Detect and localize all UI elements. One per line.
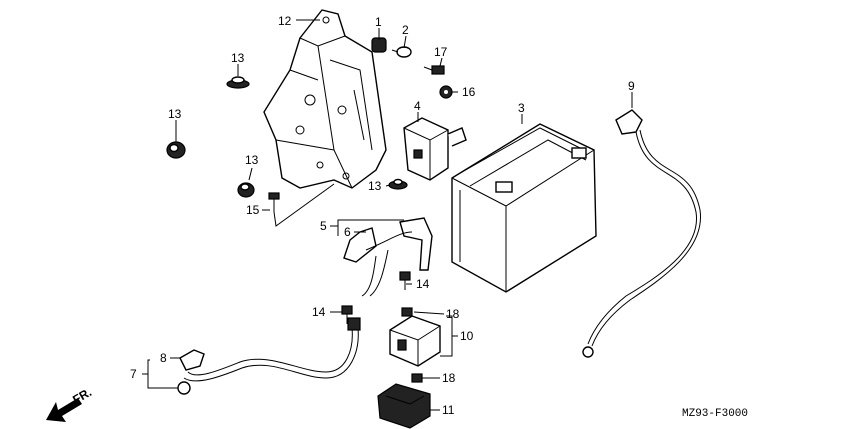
grommet-13-right bbox=[388, 178, 408, 190]
callout-4: 4 bbox=[414, 99, 421, 113]
callout-10: 10 bbox=[460, 329, 474, 343]
callout-3: 3 bbox=[518, 101, 525, 115]
callouts: 12 1 2 17 16 4 3 9 13 13 13 13 15 5 6 14… bbox=[130, 14, 635, 417]
relay-cover-11 bbox=[377, 383, 431, 429]
fuse-18-lower bbox=[411, 373, 423, 383]
callout-8: 8 bbox=[160, 351, 167, 365]
callout-18-lower: 18 bbox=[442, 371, 456, 385]
callout-11: 11 bbox=[442, 403, 455, 417]
bolt-15 bbox=[268, 192, 280, 212]
callout-13-lower: 13 bbox=[245, 153, 259, 167]
grommet-13-top bbox=[226, 76, 250, 89]
callout-14-left: 14 bbox=[312, 305, 326, 319]
bolt-14-left bbox=[341, 305, 353, 324]
callout-12: 12 bbox=[278, 14, 292, 28]
callout-1: 1 bbox=[375, 15, 382, 29]
fuse-holder-4 bbox=[403, 117, 467, 181]
battery-holder-bracket bbox=[263, 9, 387, 189]
starter-cable-7 bbox=[177, 317, 361, 395]
callout-13-top: 13 bbox=[231, 51, 245, 65]
front-arrow: FR. bbox=[46, 385, 94, 422]
grommet-13-lower bbox=[237, 182, 255, 198]
callout-9: 9 bbox=[628, 79, 635, 93]
leader-lines bbox=[142, 19, 633, 411]
battery-cable-9 bbox=[582, 109, 701, 358]
bolt-14-right bbox=[399, 271, 411, 290]
bolt-17 bbox=[423, 65, 445, 75]
callout-5: 5 bbox=[320, 219, 327, 233]
callout-7: 7 bbox=[130, 367, 137, 381]
front-arrow-icon bbox=[46, 398, 82, 422]
fuse-box-bracket-5 bbox=[343, 217, 433, 297]
callout-18-upper: 18 bbox=[446, 307, 460, 321]
battery-3 bbox=[451, 123, 597, 293]
callout-6: 6 bbox=[344, 225, 351, 239]
nut-16 bbox=[439, 85, 453, 99]
callout-17: 17 bbox=[434, 45, 448, 59]
callout-13-left: 13 bbox=[168, 107, 182, 121]
grommet-13-left bbox=[166, 141, 186, 159]
callout-13-right: 13 bbox=[368, 179, 382, 193]
bolt-2 bbox=[391, 46, 412, 58]
starter-relay-10 bbox=[389, 315, 441, 367]
callout-15: 15 bbox=[246, 203, 260, 217]
callout-2: 2 bbox=[402, 23, 409, 37]
diagram-code: MZ93-F3000 bbox=[682, 408, 748, 420]
callout-14-right: 14 bbox=[416, 277, 430, 291]
fuse-18-upper bbox=[401, 307, 413, 317]
callout-16: 16 bbox=[462, 85, 476, 99]
collar-1 bbox=[371, 37, 387, 53]
